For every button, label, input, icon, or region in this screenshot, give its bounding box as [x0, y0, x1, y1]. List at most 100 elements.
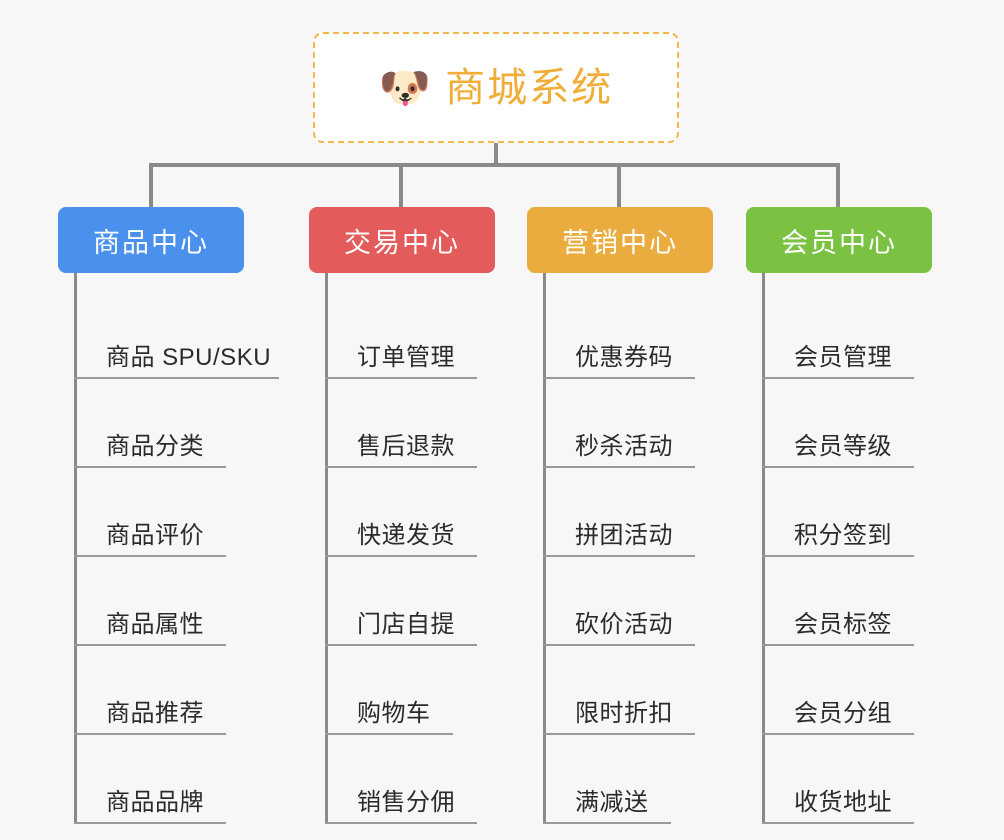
leaf-label: 商品分类: [106, 433, 204, 460]
list-item[interactable]: 会员等级: [762, 379, 966, 468]
leaf-underline: [325, 644, 477, 646]
list-item[interactable]: 积分签到: [762, 468, 966, 557]
leaf-label: 会员管理: [794, 344, 892, 371]
leaf-label: 砍价活动: [575, 611, 673, 638]
branch-spine: [74, 273, 77, 824]
leaf-label: 优惠券码: [575, 344, 673, 371]
leaf-label: 会员等级: [794, 433, 892, 460]
leaf-label: 满减送: [575, 789, 649, 816]
leaf-underline: [543, 733, 695, 735]
leaf-label: 会员标签: [794, 611, 892, 638]
leaf-label: 商品品牌: [106, 789, 204, 816]
list-item[interactable]: 售后退款: [325, 379, 527, 468]
leaf-underline: [74, 466, 226, 468]
connector-drop-2: [399, 163, 403, 209]
list-item[interactable]: 购物车: [325, 646, 527, 735]
list-item[interactable]: 商品属性: [74, 557, 308, 646]
category-title: 交易中心: [344, 227, 460, 258]
leaf-underline: [74, 555, 226, 557]
list-item[interactable]: 拼团活动: [543, 468, 746, 557]
leaf-label: 订单管理: [357, 344, 455, 371]
leaf-underline: [762, 555, 914, 557]
leaf-label: 快递发货: [357, 522, 455, 549]
root-title: 商城系统: [445, 65, 614, 110]
connector-horizontal-bus: [149, 163, 840, 167]
branch-spine: [762, 273, 765, 824]
list-item[interactable]: 会员分组: [762, 646, 966, 735]
leaf-label: 积分签到: [794, 522, 892, 549]
leaf-label: 拼团活动: [575, 522, 673, 549]
leaf-label: 收货地址: [794, 789, 892, 816]
leaf-underline: [762, 377, 914, 379]
leaf-label: 秒杀活动: [575, 433, 673, 460]
list-item[interactable]: 快递发货: [325, 468, 527, 557]
branch-marketing-center: 营销中心 优惠券码 秒杀活动 拼团活动 砍价活动 限时折扣: [527, 207, 746, 824]
list-item[interactable]: 会员管理: [762, 290, 966, 379]
leaf-label: 商品评价: [106, 522, 204, 549]
list-item[interactable]: 商品品牌: [74, 735, 308, 824]
leaf-list-product-center: 商品 SPU/SKU 商品分类 商品评价 商品属性 商品推荐 商品品牌: [74, 273, 308, 824]
leaf-label: 会员分组: [794, 700, 892, 727]
category-header-marketing-center[interactable]: 营销中心: [527, 207, 713, 273]
connector-root-stem: [494, 143, 498, 165]
leaf-underline: [325, 733, 453, 735]
list-item[interactable]: 门店自提: [325, 557, 527, 646]
list-item[interactable]: 商品 SPU/SKU: [74, 290, 308, 379]
leaf-label: 售后退款: [357, 433, 455, 460]
leaf-label: 销售分佣: [357, 789, 455, 816]
leaf-underline: [543, 555, 695, 557]
list-item[interactable]: 商品评价: [74, 468, 308, 557]
leaf-list-member-center: 会员管理 会员等级 积分签到 会员标签 会员分组 收货地址: [762, 273, 966, 824]
list-item[interactable]: 商品推荐: [74, 646, 308, 735]
category-title: 会员中心: [781, 227, 897, 258]
leaf-underline: [762, 466, 914, 468]
category-header-member-center[interactable]: 会员中心: [746, 207, 932, 273]
leaf-underline: [543, 377, 695, 379]
list-item[interactable]: 商品分类: [74, 379, 308, 468]
list-item[interactable]: 优惠券码: [543, 290, 746, 379]
branch-spine: [543, 273, 546, 824]
list-item[interactable]: 销售分佣: [325, 735, 527, 824]
category-title: 商品中心: [93, 227, 209, 258]
list-item[interactable]: 限时折扣: [543, 646, 746, 735]
category-header-product-center[interactable]: 商品中心: [58, 207, 244, 273]
connector-drop-4: [836, 163, 840, 209]
leaf-underline: [325, 822, 477, 824]
list-item[interactable]: 砍价活动: [543, 557, 746, 646]
leaf-underline: [325, 377, 477, 379]
leaf-label: 商品属性: [106, 611, 204, 638]
leaf-underline: [762, 644, 914, 646]
leaf-underline: [325, 555, 477, 557]
leaf-underline: [762, 822, 914, 824]
branch-spine: [325, 273, 328, 824]
leaf-label: 购物车: [357, 700, 431, 727]
category-header-trade-center[interactable]: 交易中心: [309, 207, 495, 273]
category-title: 营销中心: [562, 227, 678, 258]
root-node[interactable]: 🐶 商城系统: [313, 32, 679, 143]
leaf-underline: [762, 733, 914, 735]
leaf-underline: [543, 822, 671, 824]
leaf-underline: [74, 644, 226, 646]
leaf-underline: [543, 644, 695, 646]
leaf-label: 商品 SPU/SKU: [106, 344, 272, 371]
leaf-list-marketing-center: 优惠券码 秒杀活动 拼团活动 砍价活动 限时折扣 满减送: [543, 273, 746, 824]
leaf-underline: [74, 377, 279, 379]
leaf-underline: [74, 733, 226, 735]
leaf-label: 限时折扣: [575, 700, 673, 727]
list-item[interactable]: 满减送: [543, 735, 746, 824]
leaf-underline: [74, 822, 226, 824]
leaf-underline: [325, 466, 477, 468]
branch-trade-center: 交易中心 订单管理 售后退款 快递发货 门店自提 购物车: [309, 207, 527, 824]
branch-product-center: 商品中心 商品 SPU/SKU 商品分类 商品评价 商品属性 商品推荐: [58, 207, 308, 824]
leaf-underline: [543, 466, 695, 468]
connector-drop-1: [149, 163, 153, 209]
branch-member-center: 会员中心 会员管理 会员等级 积分签到 会员标签 会员分组: [746, 207, 966, 824]
leaf-label: 商品推荐: [106, 700, 204, 727]
list-item[interactable]: 订单管理: [325, 290, 527, 379]
list-item[interactable]: 会员标签: [762, 557, 966, 646]
list-item[interactable]: 收货地址: [762, 735, 966, 824]
list-item[interactable]: 秒杀活动: [543, 379, 746, 468]
leaf-label: 门店自提: [357, 611, 455, 638]
connector-drop-3: [617, 163, 621, 209]
